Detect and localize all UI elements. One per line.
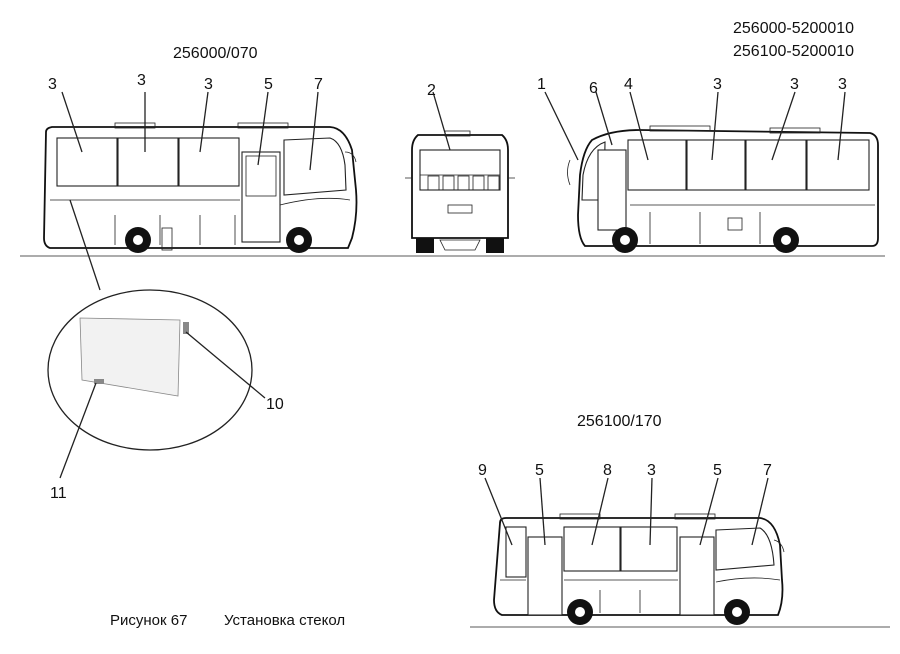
leaders-bottom [484, 477, 769, 546]
door [241, 151, 281, 243]
window-8 [563, 526, 621, 572]
callout-number: 3 [647, 462, 656, 479]
figure-number: Рисунок 67 [110, 612, 187, 629]
callout-number: 7 [314, 76, 323, 93]
callout-number: 5 [535, 462, 544, 479]
detail-view [47, 199, 266, 479]
door-window-5 [245, 155, 277, 197]
bus-rear-view [405, 130, 515, 253]
bus-left-side-view [43, 122, 358, 253]
window-3 [56, 137, 118, 187]
model-code-right-1: 256000-5200010 [733, 20, 854, 37]
door-5 [679, 536, 715, 616]
window-3 [806, 139, 870, 191]
door-5 [527, 536, 563, 616]
callout-number: 11 [50, 485, 67, 502]
callout-number: 4 [624, 76, 633, 93]
callout-number: 5 [713, 462, 722, 479]
callout-number: 3 [137, 72, 146, 89]
model-code-bottom: 256100/170 [577, 413, 662, 430]
callout-number: 3 [204, 76, 213, 93]
model-code-right-2: 256100-5200010 [733, 43, 854, 60]
door-6 [597, 149, 627, 231]
callout-number: 3 [713, 76, 722, 93]
window-4 [627, 139, 687, 191]
callout-number: 10 [266, 396, 284, 413]
bus-right-side-view [567, 125, 879, 253]
callout-number: 6 [589, 80, 598, 97]
windshield-7 [715, 527, 775, 571]
callout-number: 3 [790, 76, 799, 93]
leader-2 [432, 91, 451, 151]
callout-number: 3 [838, 76, 847, 93]
model-code-left: 256000/070 [173, 45, 258, 62]
callout-number: 9 [478, 462, 487, 479]
leaders-left [61, 91, 319, 171]
bus-bottom-side-view [493, 513, 785, 625]
callout-number: 5 [264, 76, 273, 93]
window-9 [505, 526, 527, 578]
window-3 [686, 139, 746, 191]
callout-number: 7 [763, 462, 772, 479]
figure-title: Установка стекол [224, 612, 345, 629]
callout-number: 3 [48, 76, 57, 93]
callout-number: 1 [537, 76, 546, 93]
callout-number: 2 [427, 82, 436, 99]
window-3 [178, 137, 240, 187]
windshield-7 [283, 137, 347, 196]
leaders-right [544, 91, 846, 161]
callout-number: 8 [603, 462, 612, 479]
window-3 [117, 137, 179, 187]
window-3 [620, 526, 678, 572]
